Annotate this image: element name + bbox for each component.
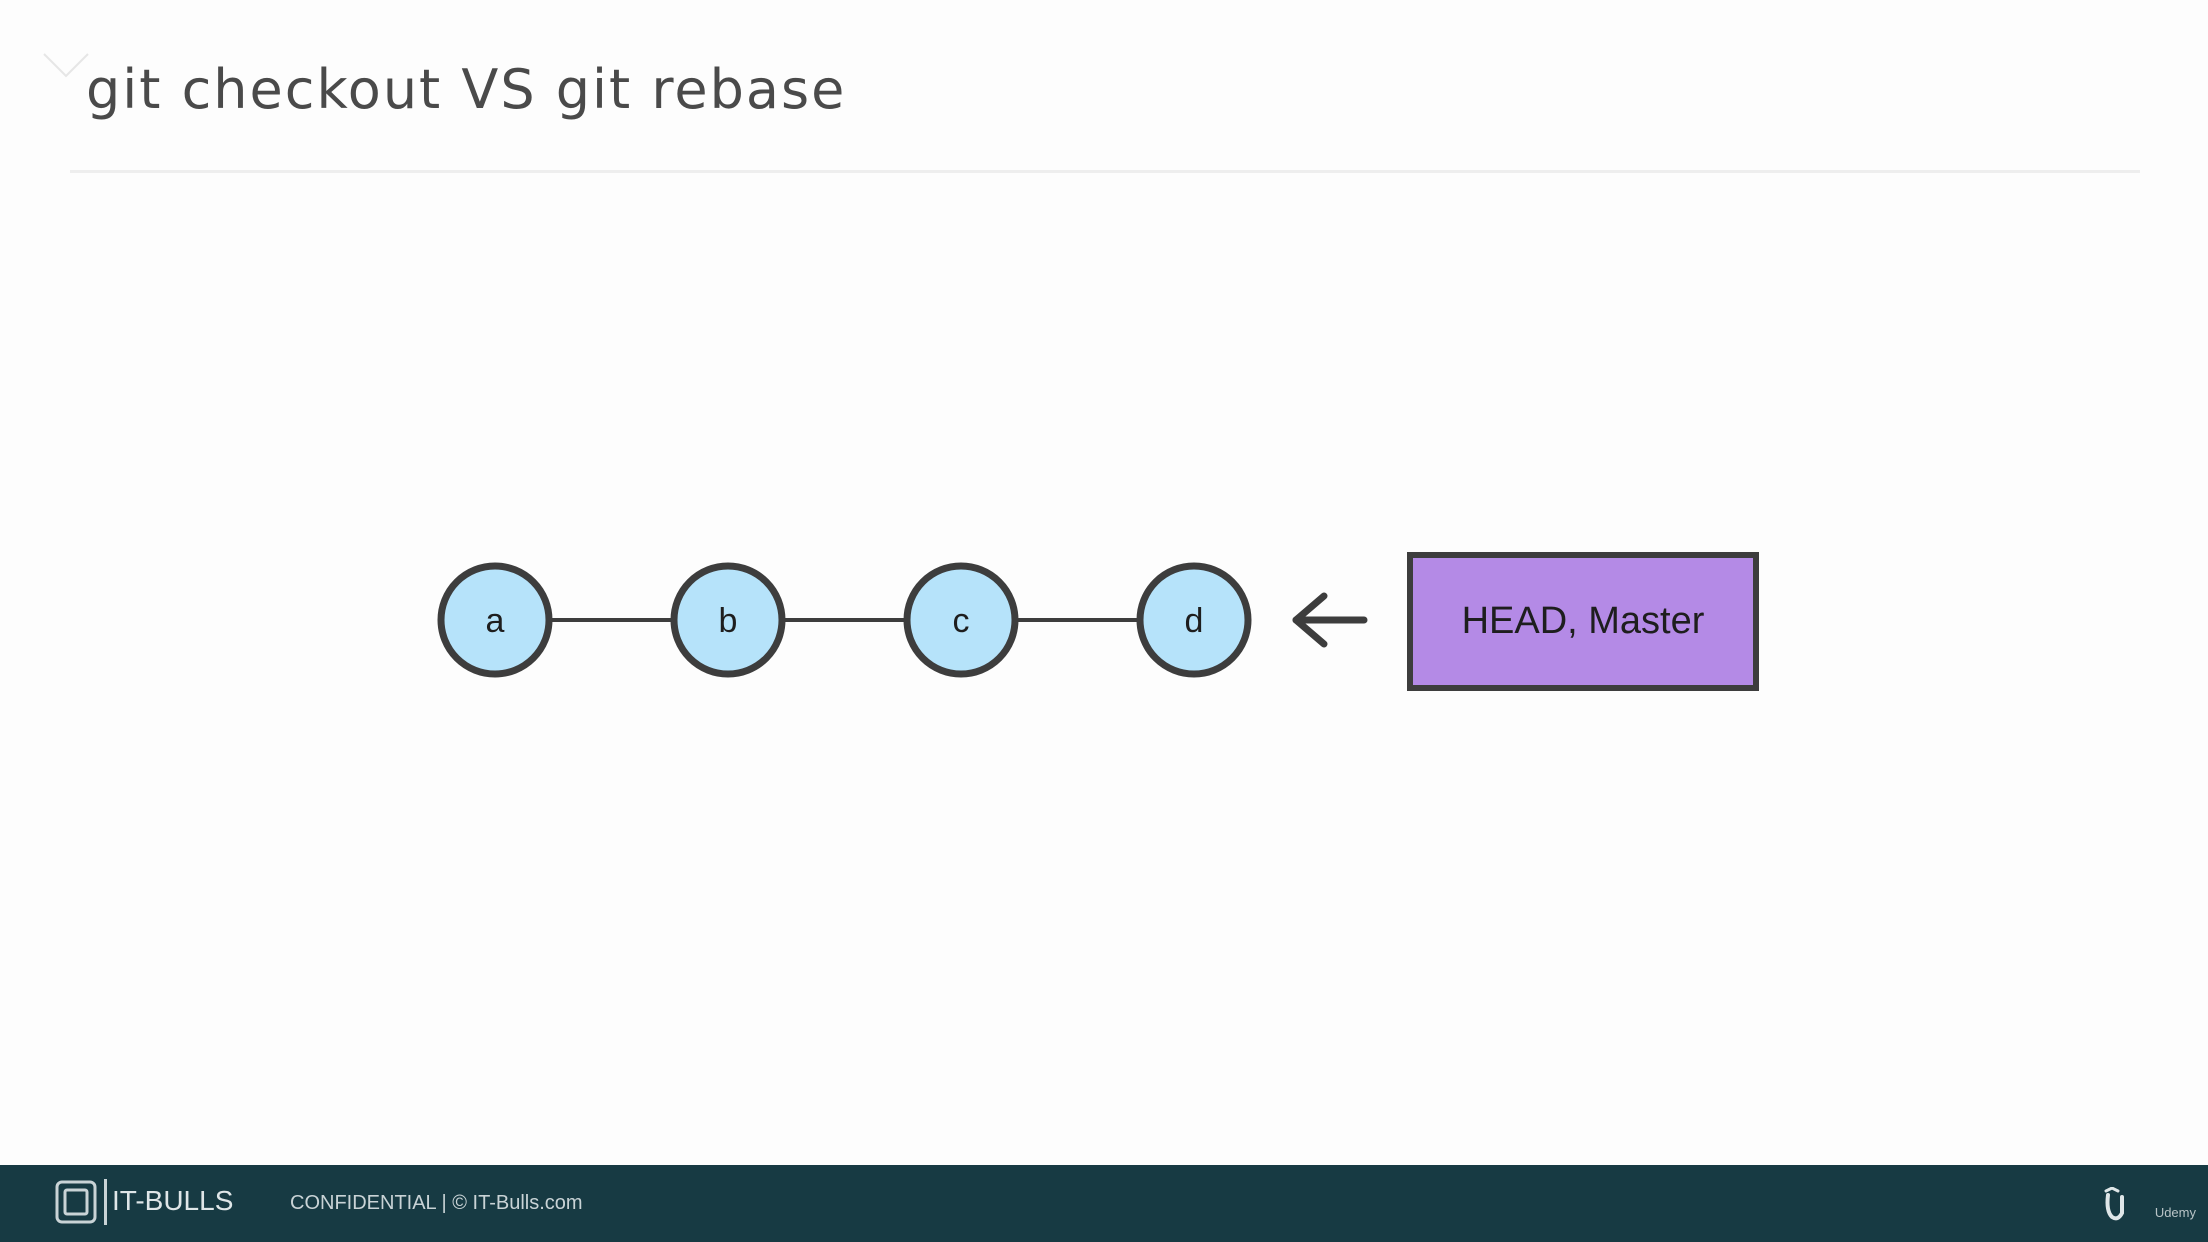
it-bulls-logo-icon [55, 1180, 97, 1224]
commit-circle [670, 562, 786, 678]
udemy-logo-icon [2104, 1187, 2124, 1221]
commit-nodes: a b c d [437, 562, 1252, 678]
logo-divider [104, 1179, 107, 1225]
commit-label: a [486, 602, 505, 640]
brand-name: IT-BULLS [112, 1185, 234, 1216]
commit-circle [903, 562, 1019, 678]
commit-node-d: d [1136, 562, 1252, 678]
commit-diagram: a b c d HEAD, Master [437, 552, 1759, 691]
slide-title: git checkout VS git rebase [86, 58, 847, 121]
footer-legal-text: CONFIDENTIAL | © IT-Bulls.com [290, 1192, 583, 1214]
commit-node-b: b [670, 562, 786, 678]
commit-label: d [1185, 602, 1204, 640]
pointer-arrow [1292, 592, 1368, 648]
commit-label: c [953, 602, 970, 640]
slide: git checkout VS git rebase a b c d HEAD, Ma… [43, 53, 2140, 691]
commit-circle [1136, 562, 1252, 678]
commit-circle [437, 562, 553, 678]
commit-node-a: a [437, 562, 553, 678]
pointer-label: HEAD, Master [1462, 600, 1705, 642]
commit-label: b [719, 602, 738, 640]
platform-name: Udemy [2154, 1205, 2196, 1220]
title-divider [70, 170, 2140, 173]
chevron-down-icon [43, 53, 89, 78]
commit-node-c: c [903, 562, 1019, 678]
footer-bar: IT-BULLS CONFIDENTIAL | © IT-Bulls.com U… [0, 1165, 2208, 1242]
head-master-pointer: HEAD, Master [1407, 552, 1759, 691]
